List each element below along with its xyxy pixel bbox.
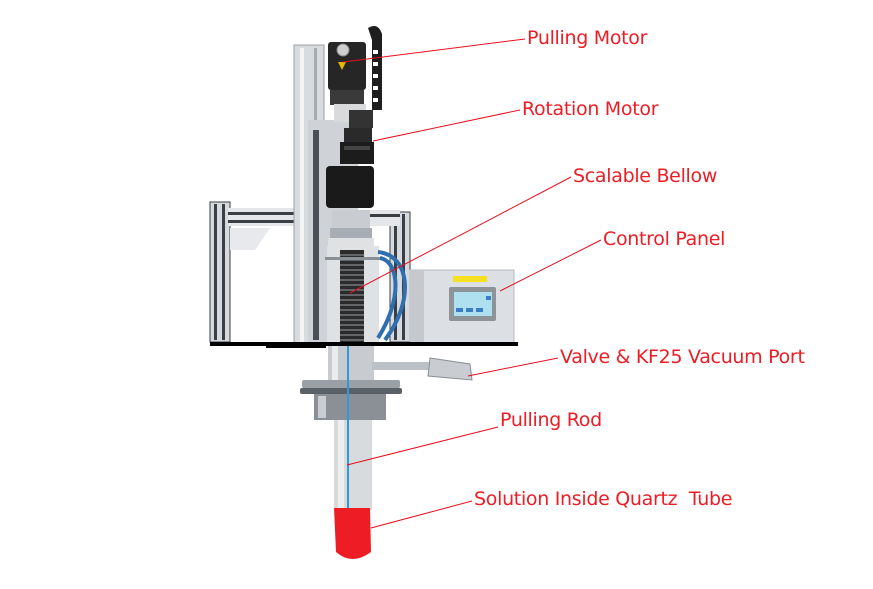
label-pulling-motor: Pulling Motor	[527, 27, 648, 49]
base-plate-step	[266, 342, 326, 348]
label-rotation-motor: Rotation Motor	[522, 98, 659, 120]
label-scalable-bellow: Scalable Bellow	[573, 165, 718, 187]
leader-line-pulling-rod	[346, 426, 499, 466]
lower-chamber	[300, 346, 473, 420]
solution-fill	[334, 508, 371, 559]
leader-line-solution-quartz-tube	[370, 500, 473, 529]
bellow-housing	[326, 166, 374, 246]
scalable-bellow	[325, 246, 381, 344]
hoses	[376, 250, 407, 342]
label-solution-quartz-tube: Solution Inside Quartz Tube	[474, 488, 733, 510]
leader-line-pulling-motor	[342, 38, 526, 63]
leader-line-valve-kf25-port	[467, 357, 559, 377]
pulling-motor	[328, 42, 366, 105]
base-plate	[210, 342, 518, 346]
leader-line-rotation-motor	[372, 109, 521, 142]
rotation-motor	[334, 104, 374, 164]
leader-line-control-panel	[499, 239, 602, 292]
label-control-panel: Control Panel	[603, 228, 726, 250]
control-panel	[409, 269, 515, 345]
label-valve-kf25-port: Valve & KF25 Vacuum Port	[560, 346, 805, 368]
leader-lines	[342, 38, 602, 529]
cable-chain	[368, 26, 382, 110]
leader-line-scalable-bellow	[349, 176, 572, 294]
label-pulling-rod: Pulling Rod	[500, 409, 602, 431]
quartz-tube	[334, 420, 372, 510]
